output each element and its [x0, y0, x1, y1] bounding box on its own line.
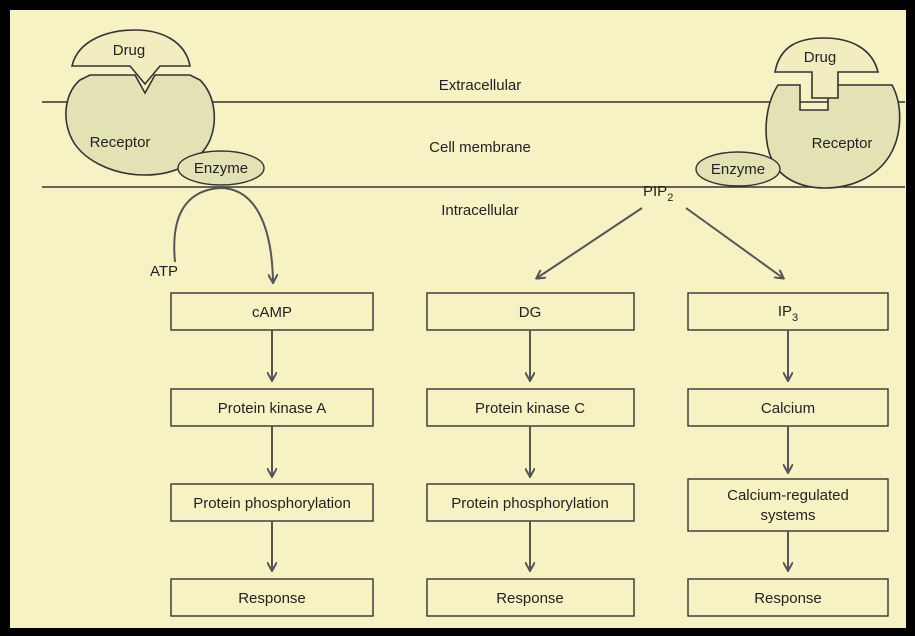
- dg-label: DG: [519, 304, 542, 321]
- pip2-main: PIP: [643, 183, 667, 200]
- right-receptor-group: Drug Receptor Enzyme: [695, 37, 901, 189]
- left-enzyme-shape: [177, 150, 265, 186]
- ip3-subscript: 3: [792, 312, 798, 324]
- pip2-subscript: 2: [667, 192, 673, 204]
- right-drug-label: Drug: [804, 49, 837, 66]
- pka-label: Protein kinase A: [218, 400, 326, 417]
- extracellular-label: Extracellular: [439, 77, 522, 94]
- cell-membrane-label: Cell membrane: [429, 139, 531, 156]
- calcium-systems-label-line2: systems: [760, 507, 815, 524]
- left-receptor-group: Drug Receptor Enzyme: [65, 29, 265, 186]
- column-dg: DG Protein kinase C Protein phosphorylat…: [426, 292, 635, 617]
- response-ip3-label: Response: [754, 590, 822, 607]
- ip3-main: IP: [778, 303, 792, 320]
- pip2-label: PIP2: [643, 183, 673, 204]
- intracellular-label: Intracellular: [441, 202, 519, 219]
- left-receptor-shape: [65, 74, 216, 176]
- ip3-label: IP3: [778, 303, 798, 324]
- response-c-label: Response: [496, 590, 564, 607]
- right-enzyme-label: Enzyme: [711, 161, 765, 178]
- column-ip3: IP3 Calcium Calcium-regulated systems Re…: [687, 292, 889, 617]
- signaling-diagram: Extracellular Cell membrane Intracellula…: [42, 29, 905, 617]
- response-ip3-box: [687, 578, 889, 617]
- phos-c-label: Protein phosphorylation: [451, 495, 609, 512]
- response-a-box: [170, 578, 374, 617]
- response-c-box: [426, 578, 635, 617]
- calcium-systems-box: [687, 478, 889, 532]
- atp-to-camp-arrow: [173, 186, 273, 282]
- right-enzyme-shape: [695, 151, 781, 187]
- atp-label: ATP: [150, 263, 178, 280]
- calcium-label: Calcium: [761, 400, 815, 417]
- phos-a-box: [170, 483, 374, 522]
- left-receptor-label: Receptor: [90, 134, 151, 151]
- calcium-box: [687, 388, 889, 427]
- right-drug-shape: [774, 37, 880, 99]
- left-enzyme-label: Enzyme: [194, 160, 248, 177]
- phos-c-box: [426, 483, 635, 522]
- column-camp: cAMP Protein kinase A Protein phosphoryl…: [170, 292, 374, 617]
- dg-box: [426, 292, 635, 331]
- right-receptor-label: Receptor: [812, 135, 873, 152]
- calcium-systems-label-line1: Calcium-regulated: [727, 487, 849, 504]
- pka-box: [170, 388, 374, 427]
- pkc-label: Protein kinase C: [475, 400, 585, 417]
- pkc-box: [426, 388, 635, 427]
- pip2-to-ip3-arrow: [685, 207, 783, 278]
- pip2-to-dg-arrow: [537, 207, 643, 278]
- phos-a-label: Protein phosphorylation: [193, 495, 351, 512]
- diagram-canvas: Extracellular Cell membrane Intracellula…: [10, 10, 906, 628]
- left-drug-label: Drug: [113, 42, 146, 59]
- left-drug-shape: [70, 29, 191, 86]
- camp-label: cAMP: [252, 304, 292, 321]
- right-receptor-shape: [765, 84, 901, 189]
- response-a-label: Response: [238, 590, 306, 607]
- ip3-box: [687, 292, 889, 331]
